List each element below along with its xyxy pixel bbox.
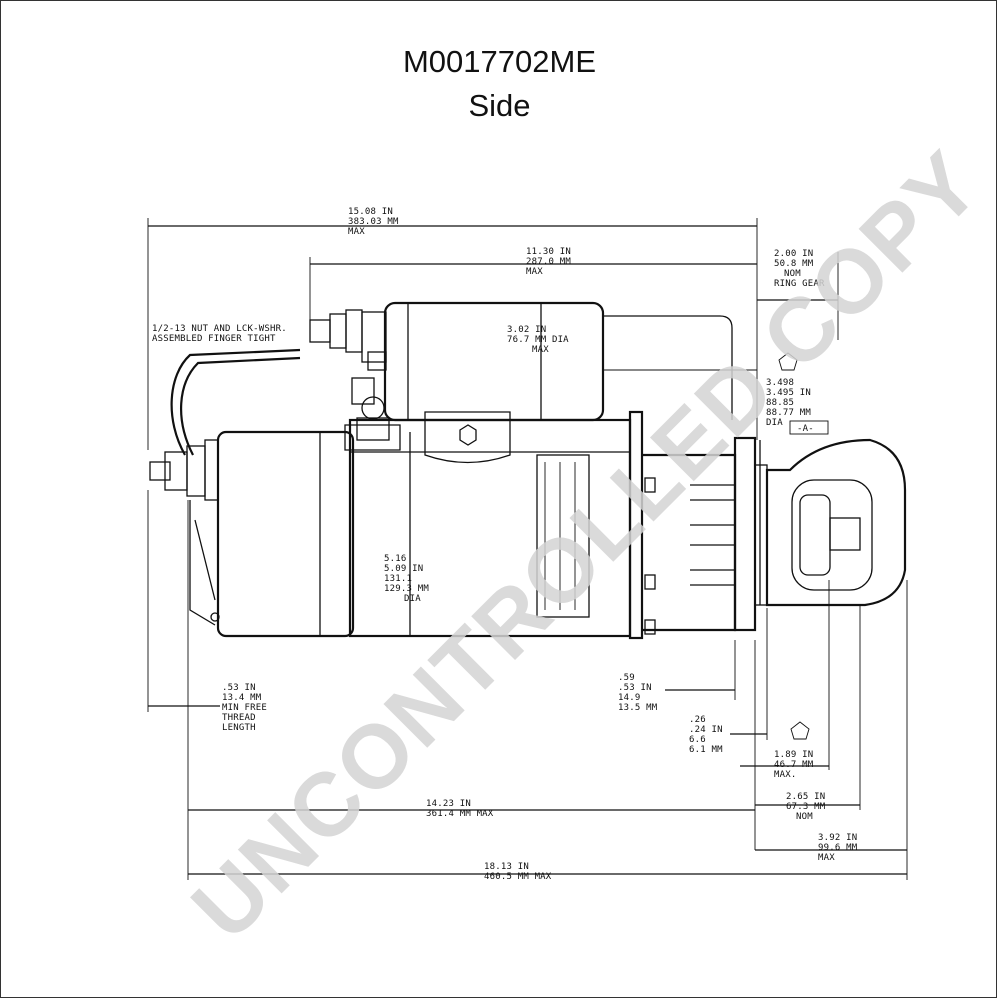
- nose-nom-note: NOM: [796, 812, 813, 822]
- nose-nom-in: 2.65 IN: [786, 792, 825, 802]
- terminal-base: [204, 439, 219, 501]
- datum-label: -A-: [797, 424, 814, 434]
- datum-box: [789, 420, 829, 435]
- pinion-max-mm: 46.7 MM: [774, 760, 814, 770]
- flange-offset-1: .59: [618, 673, 635, 683]
- solenoid-body: [383, 301, 605, 422]
- thread-length-mm: 13.4 MM: [222, 693, 262, 703]
- lower-terminal-nut: [361, 396, 385, 420]
- view-label: Side: [468, 88, 531, 123]
- total-max-in: 18.13 IN: [484, 862, 529, 872]
- pilot: [754, 464, 768, 606]
- lower-terminal-bracket: [344, 424, 401, 451]
- solenoid-stud: [309, 319, 331, 343]
- solenoid-dia-in: 3.02 IN: [507, 325, 546, 335]
- motor-frame-end: [216, 430, 355, 638]
- cable-outer: [179, 356, 301, 456]
- housing-bolt-3: [644, 619, 656, 635]
- thread-length-note-3: LENGTH: [222, 723, 256, 733]
- pilot-dia-3: 88.85: [766, 398, 794, 408]
- dimension-lines: [147, 218, 908, 880]
- drive-end-plate: [628, 410, 644, 640]
- solenoid-dia-note: MAX: [532, 345, 549, 355]
- nose-max-in: 3.92 IN: [818, 833, 857, 843]
- pinion-window: [791, 479, 873, 591]
- pinion-max-note: MAX.: [774, 770, 796, 780]
- overall-max-mm: 383.03 MM: [348, 217, 399, 227]
- flange-thickness-2: .24 IN: [689, 725, 723, 735]
- flange-thickness-1: .26: [689, 715, 706, 725]
- bracket-brace: [194, 519, 216, 601]
- body-max-in: 14.23 IN: [426, 799, 471, 809]
- overall-max-in: 15.08 IN: [348, 207, 393, 217]
- motor-length-note: MAX: [526, 267, 543, 277]
- frame-dia-1: 5.16: [384, 554, 406, 564]
- pilot-dia-4: 88.77 MM: [766, 408, 811, 418]
- bracket-bolt: [210, 612, 220, 622]
- pilot-dia-2: 3.495 IN: [766, 388, 811, 398]
- solenoid-nut: [329, 313, 347, 349]
- clamp-bolt: [459, 424, 477, 446]
- housing-bolt-1: [644, 477, 656, 493]
- pinion-shaft: [829, 517, 861, 551]
- callouts: 15.08 IN 383.03 MM MAX 11.30 IN 287.0 MM…: [152, 207, 858, 882]
- thread-length-note-1: MIN FREE: [222, 703, 267, 713]
- total-max-mm: 460.5 MM MAX: [484, 872, 552, 882]
- ring-gear-in: 2.00 IN: [774, 249, 813, 259]
- frame-dia-4: 129.3 MM: [384, 584, 429, 594]
- solenoid-dia-mm: 76.7 MM DIA: [507, 335, 569, 345]
- cable: [170, 348, 301, 456]
- body-max-mm: 361.4 MM MAX: [426, 809, 494, 819]
- nose-nom-mm: 67.3 MM: [786, 802, 826, 812]
- pilot-dia-1: 3.498: [766, 378, 794, 388]
- housing-ribs: [690, 484, 735, 586]
- motor-length-mm: 287.0 MM: [526, 257, 571, 267]
- nose-max-note: MAX: [818, 853, 835, 863]
- pinion: [799, 494, 831, 576]
- flange-thickness-4: 6.1 MM: [689, 745, 723, 755]
- datum-pentagon-top: [778, 352, 798, 371]
- nut-note-line-2: ASSEMBLED FINGER TIGHT: [152, 334, 276, 344]
- nameplate: [536, 454, 590, 618]
- datum-pentagon-bottom: [790, 721, 810, 740]
- terminal-stud: [149, 461, 171, 481]
- frame-dia-3: 131.1: [384, 574, 412, 584]
- ring-gear-mm: 50.8 MM: [774, 259, 814, 269]
- nut-note-line-1: 1/2-13 NUT AND LCK-WSHR.: [152, 324, 287, 334]
- end-cap-bracket: [189, 500, 216, 626]
- flange-thickness-3: 6.6: [689, 735, 706, 745]
- thread-length-in: .53 IN: [222, 683, 256, 693]
- motor-length-in: 11.30 IN: [526, 247, 571, 257]
- terminal-washer: [186, 445, 206, 497]
- overall-max-note: MAX: [348, 227, 365, 237]
- flange-offset-3: 14.9: [618, 693, 640, 703]
- frame-dia-2: 5.09 IN: [384, 564, 423, 574]
- ring-gear-nom: NOM: [784, 269, 801, 279]
- drawing-title: M0017702ME: [402, 44, 596, 79]
- flange-offset-4: 13.5 MM: [618, 703, 658, 713]
- starter-outline: [149, 301, 907, 640]
- pinion-max-in: 1.89 IN: [774, 750, 813, 760]
- thread-length-note-2: THREAD: [222, 713, 256, 723]
- frame-dia-label: DIA: [404, 594, 421, 604]
- terminal-nut: [164, 451, 188, 491]
- solenoid-terminal-block: [361, 311, 387, 363]
- pilot-dia-label: DIA: [766, 418, 783, 428]
- nose-max-mm: 99.6 MM: [818, 843, 858, 853]
- small-terminal: [367, 351, 387, 371]
- nose-housing: [765, 438, 907, 607]
- ring-gear-label: RING GEAR: [774, 279, 825, 289]
- mounting-flange: [733, 436, 757, 632]
- housing-bolt-2: [644, 574, 656, 590]
- lower-terminal-washer: [356, 417, 390, 441]
- flange-offset-2: .53 IN: [618, 683, 652, 693]
- solenoid-clamp: [424, 411, 511, 464]
- solenoid-washer: [345, 309, 363, 353]
- solenoid-mount-rail: [603, 315, 733, 420]
- watermark: UNCONTROLLED COPY: [173, 133, 999, 960]
- small-terminal-lower: [351, 377, 375, 405]
